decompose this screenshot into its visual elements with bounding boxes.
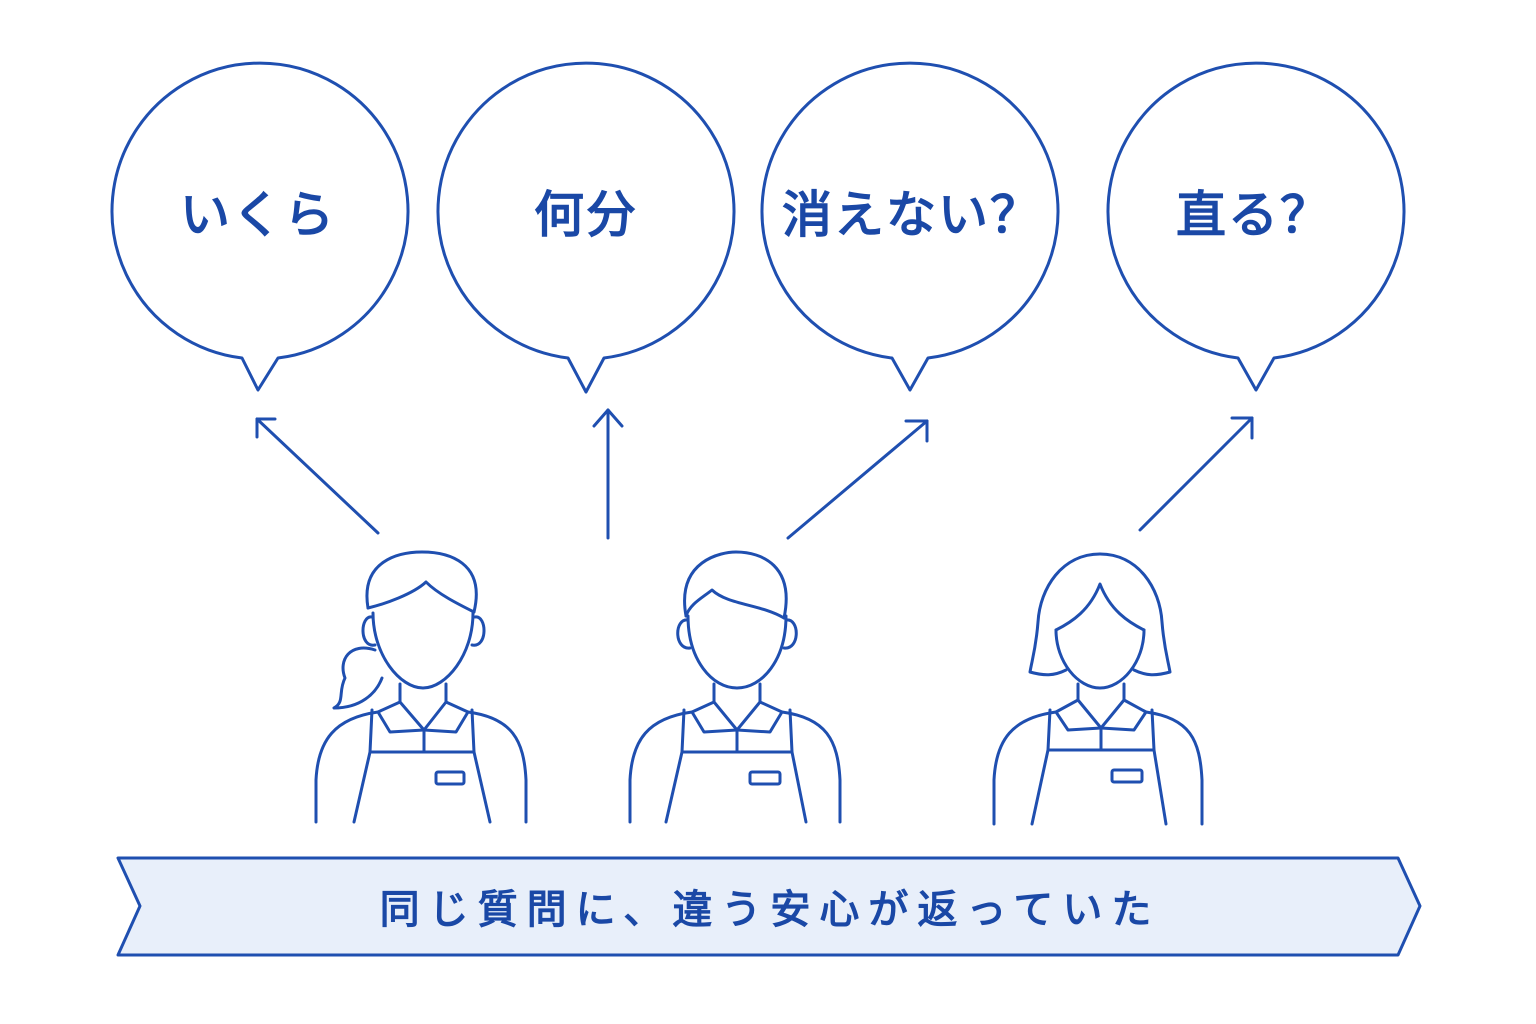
arrow-1 (255, 417, 380, 535)
speech-bubble-3 (760, 61, 1060, 392)
speech-bubble-1 (110, 61, 410, 392)
arrow-2 (592, 408, 624, 540)
speech-bubble-4 (1106, 61, 1406, 392)
man-staff-icon (628, 550, 842, 824)
banner-text: 同じ質問に、違う安心が返っていた (380, 887, 1161, 933)
bubble-label-1: いくら (180, 186, 336, 244)
bubble-label-2: 何分 (534, 186, 638, 244)
woman-ponytail-staff-icon (314, 550, 528, 824)
speech-bubble-2 (436, 61, 736, 394)
bubble-label-4: 直る？ (1176, 186, 1332, 244)
woman-bob-staff-icon (992, 552, 1204, 826)
bubble-label-3: 消えない？ (782, 186, 1042, 244)
arrow-3 (786, 419, 929, 540)
arrow-4 (1138, 416, 1254, 532)
banner-ribbon (116, 856, 1422, 957)
